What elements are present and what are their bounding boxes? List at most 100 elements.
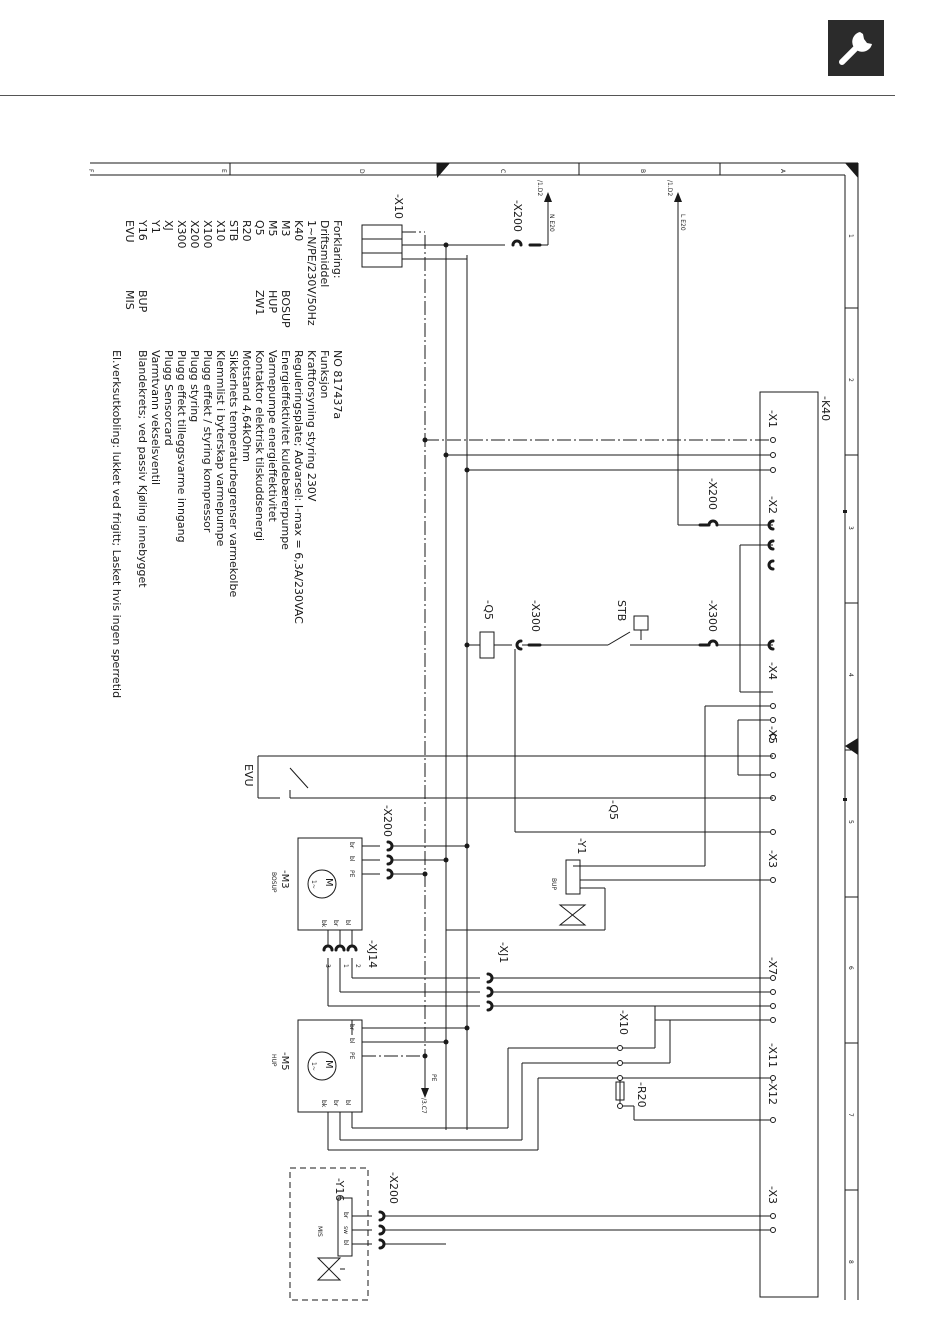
q5-label-b: -Q5 [607, 800, 620, 820]
m5-motor-m: M [323, 1060, 334, 1069]
legend-code-2: M5 [266, 220, 279, 237]
legend-code-5: STB [227, 220, 240, 241]
y1-valve [446, 706, 776, 931]
legend-tag-3: ZW1 [253, 290, 266, 315]
x2-plugs [739, 519, 775, 693]
legend-desc-4: Kontaktor elektrisk tilskuddsenergi [253, 350, 266, 541]
x300-label-a: -X300 [529, 600, 542, 632]
legend-code-8: X200 [188, 220, 201, 249]
legend-tag-1: BOSUP [279, 290, 292, 328]
q5-label-a: -Q5 [482, 600, 495, 620]
xj14-label: -XJ14 [366, 940, 379, 968]
k40-label: -K40 [819, 396, 832, 421]
legend-code-12: Y16 [136, 219, 149, 241]
m3-wire-br2: br [332, 920, 339, 927]
legend-code-11: Y1 [149, 219, 162, 234]
legend-func-title: Funksjon [318, 350, 331, 399]
ref-l-e20: L E20 [679, 214, 686, 231]
k40-board [759, 391, 819, 1298]
legend-supply: 1~N/PE/230V/50Hz [305, 220, 318, 326]
legend-title-1: Forklaring: [331, 220, 344, 279]
legend-code-6: X10 [214, 220, 227, 242]
xj14-pin-2: 2 [354, 964, 361, 968]
legend: Forklaring: Driftsmiddel 1~N/PE/230V/50H… [110, 219, 344, 698]
y16-wire-bl: bl [342, 1240, 349, 1246]
y1-tag: BUP [550, 878, 557, 891]
m3-wire-pe: PE [348, 870, 355, 878]
m3-motor-m: M [323, 878, 334, 887]
legend-desc-9: Plugg styring [188, 350, 201, 422]
col-label-f: F [87, 169, 94, 173]
legend-code-7: X100 [201, 220, 214, 249]
legend-desc-2: Energieffektivitet kuldebærerpumpe [279, 350, 292, 550]
ref-3c7: /3.C7 [420, 1098, 427, 1114]
x1-lines [422, 437, 776, 473]
m3-label: -M3 [279, 870, 290, 889]
drawing-frame [90, 162, 859, 1300]
evu-label: EVU [242, 764, 255, 787]
q5-coil [464, 631, 773, 833]
legend-title-2: Driftsmiddel [318, 220, 331, 287]
legend-desc-11: Plugg Sensorcard [162, 350, 175, 446]
wrench-icon [828, 20, 884, 76]
x200-y16-label: -X200 [387, 1172, 400, 1204]
xj14-pin-3: 3 [324, 964, 331, 968]
legend-code-10: XJ [162, 220, 175, 231]
x200-n-e20-plug [511, 192, 552, 247]
row-label-7: 7 [847, 1113, 854, 1117]
legend-tag-11: BUP [136, 290, 149, 313]
legend-doc-no: NO 817437a [331, 350, 344, 419]
m3-wire-br: br [348, 842, 355, 849]
legend-desc-13: Blandekrets; ved passiv Kjøling innebygg… [136, 350, 149, 588]
m5-label: -M5 [279, 1052, 290, 1071]
legend-code-1: M3 [279, 220, 292, 237]
row-label-6: 6 [847, 966, 854, 970]
stb-label: STB [615, 600, 628, 621]
ref-pe: PE [430, 1074, 437, 1082]
x7-label: -X7 [766, 957, 779, 975]
row-label-8: 8 [847, 1260, 854, 1264]
x10-right-label: -X10 [617, 1010, 630, 1035]
x10-r20-lines [351, 1006, 776, 1123]
row-label-1: 1 [847, 234, 854, 238]
x4-label: -X4 [766, 662, 779, 680]
row-label-3: 3 [847, 526, 854, 530]
ref-n-e20: N E20 [548, 214, 555, 232]
m3-motor-phase: 1~ [310, 880, 317, 889]
legend-code-9: X300 [175, 220, 188, 249]
m3-motor [297, 837, 776, 1012]
legend-desc-6: Sikkerhets temperaturbegrenser varmekolb… [227, 350, 240, 597]
legend-code-0: K40 [292, 220, 305, 241]
x4-x5-lines [705, 703, 776, 835]
m5-motor [297, 1019, 539, 1151]
m5-wire-br: br [348, 1024, 355, 1031]
y16-wire-sw: sw [342, 1226, 349, 1234]
legend-desc-10: Plugg effekt tilleggsvarme inngang [175, 350, 188, 543]
legend-desc-8: Plugg effekt / styring kompressor [201, 350, 214, 533]
legend-desc-5: Motstand 4,64kOhm [240, 350, 253, 462]
col-label-d: D [358, 169, 365, 174]
m5-tag: HUP [270, 1054, 277, 1067]
x12-label: -X12 [766, 1080, 779, 1105]
x300-label-b: -X300 [706, 600, 719, 632]
m3-tag: BOSUP [270, 872, 277, 893]
y16-tag: MIS [316, 1226, 323, 1237]
x2-label: -X2 [766, 496, 779, 514]
x11-label: -X11 [766, 1043, 779, 1068]
y16-valve [289, 1167, 776, 1301]
legend-code-13: EVU [123, 220, 136, 243]
r20-label: -R20 [635, 1082, 648, 1108]
col-label-a: A [779, 169, 786, 174]
x3-label-b: -X3 [766, 1186, 779, 1204]
legend-tag-12: MIS [123, 290, 136, 310]
m5-wire-br2: br [332, 1100, 339, 1107]
col-label-b: B [639, 169, 646, 173]
y16-wire-br: br [342, 1212, 349, 1219]
xj14-pin-1: 1 [342, 964, 349, 968]
x10-terminal-block [361, 224, 505, 268]
m5-wire-bl2: bl [344, 1100, 351, 1106]
x1-label: -X1 [766, 410, 779, 428]
x200-mid-label: -X200 [706, 478, 719, 510]
stb-line [515, 615, 775, 651]
